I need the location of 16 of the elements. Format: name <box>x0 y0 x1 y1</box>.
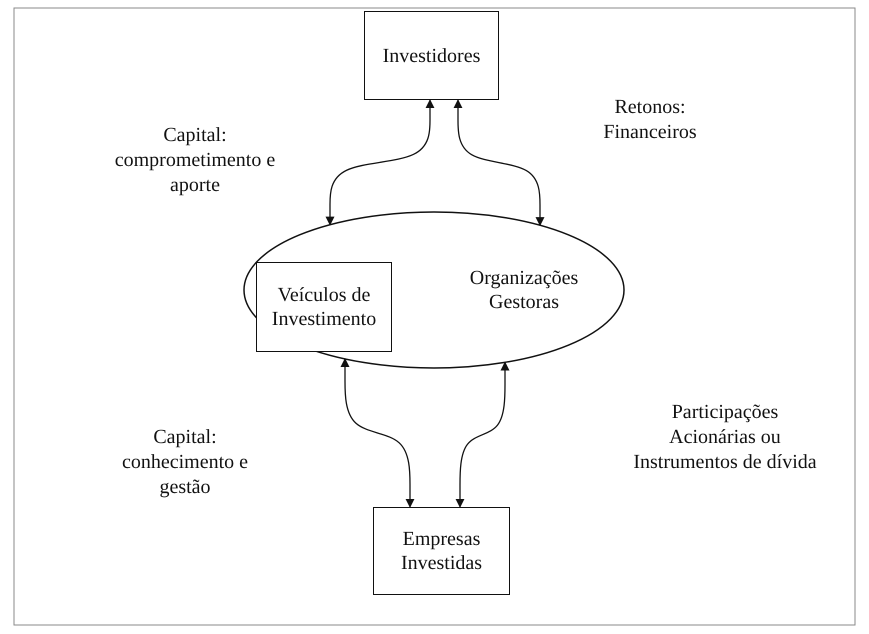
annotation-text: Capital: conhecimento e gestão <box>120 425 250 500</box>
double-arrow <box>456 361 510 508</box>
process-box <box>373 507 510 595</box>
annotation-text: Participações Acionárias ou Instrumentos de dívida <box>632 400 818 475</box>
double-arrow <box>326 99 434 226</box>
node-label: Investidores <box>382 44 480 68</box>
double-arrow <box>340 358 414 508</box>
node-label: Empresas Investidas <box>400 527 484 575</box>
annotation-text: Retonos: Financeiros <box>602 95 698 145</box>
ellipse-node <box>244 212 624 368</box>
process-box <box>256 262 392 352</box>
annotation-text: Capital: comprometimento e aporte <box>114 123 276 198</box>
node-label: Organizações Gestoras <box>468 266 580 314</box>
node-label: Veículos de Investimento <box>270 283 378 331</box>
process-box <box>364 11 499 100</box>
double-arrow <box>454 99 544 226</box>
